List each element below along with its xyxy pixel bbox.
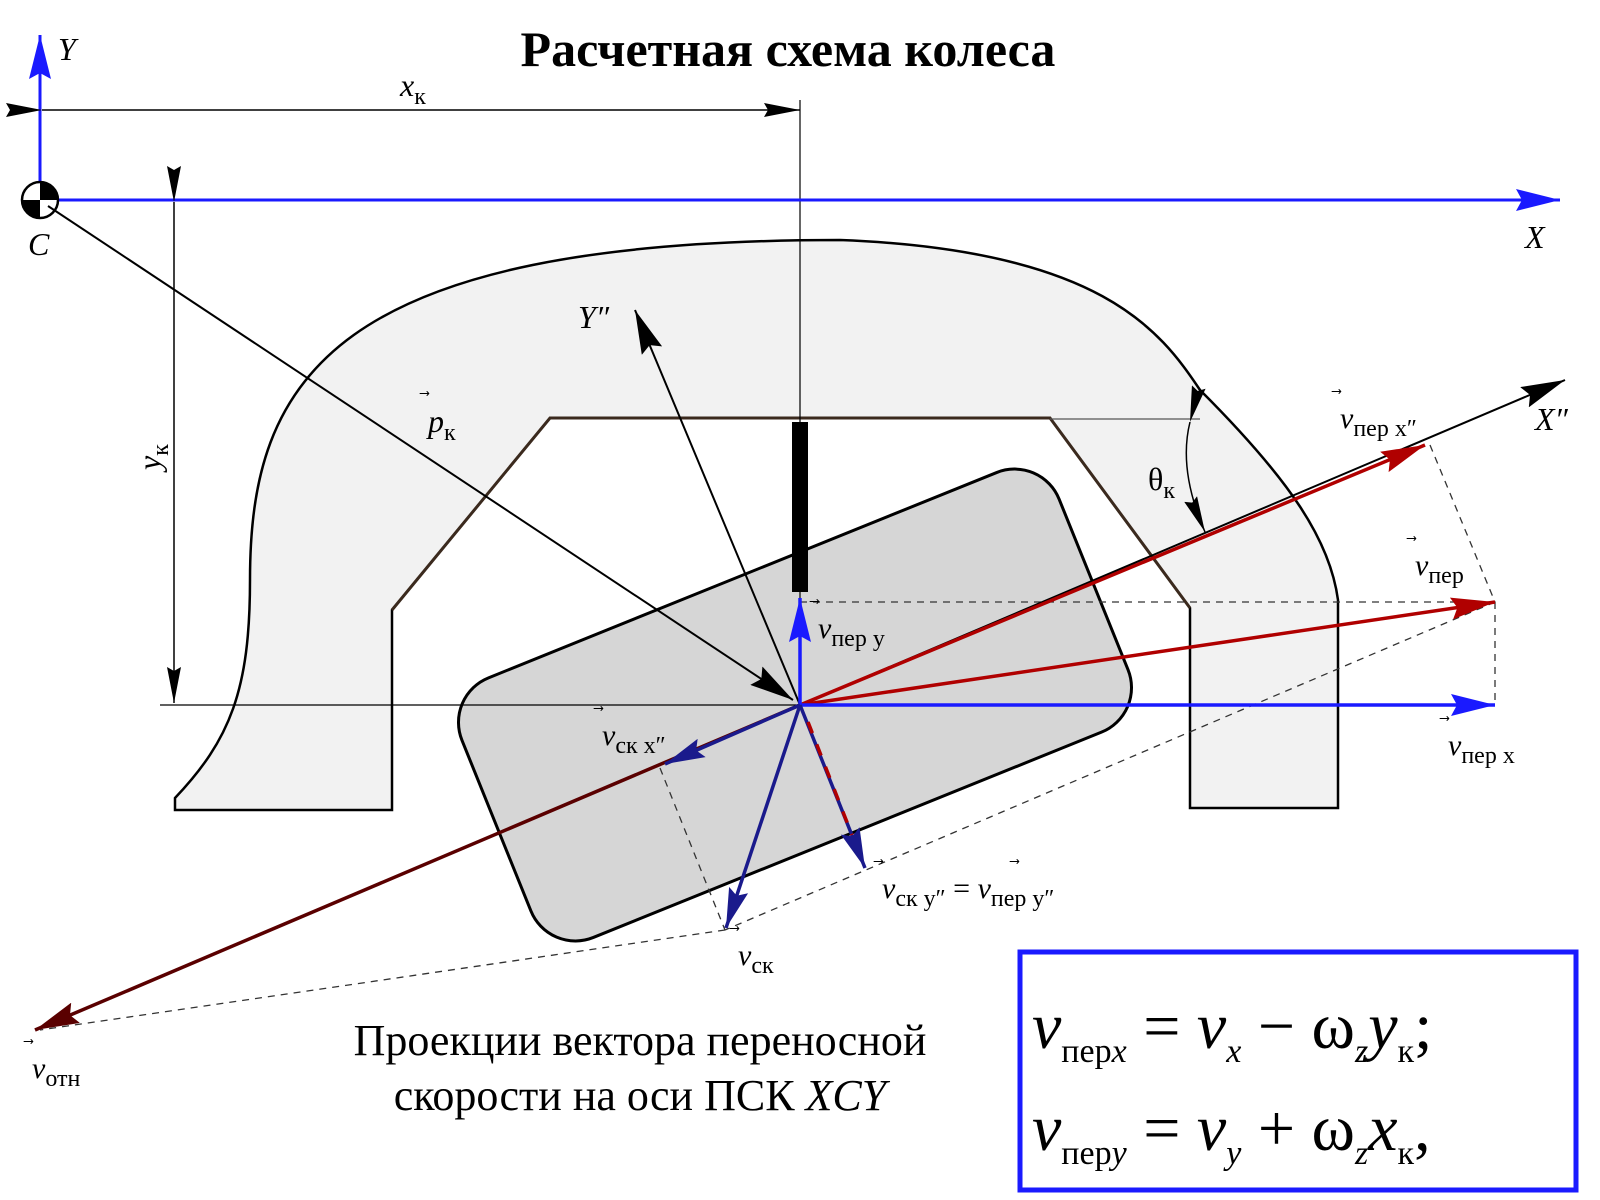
vector-v-sk bbox=[724, 704, 802, 929]
construction-lines bbox=[39, 444, 1496, 1031]
vector-v-per bbox=[799, 597, 1496, 707]
svg-text:⃗: ⃗ bbox=[1439, 716, 1450, 721]
y2-axis bbox=[634, 309, 801, 706]
x-axis-label: X bbox=[1523, 219, 1546, 255]
yk-label-group: yк bbox=[131, 444, 174, 473]
yk-label: yк bbox=[131, 444, 174, 473]
theta-label: θк bbox=[1148, 461, 1175, 504]
svg-text:⃗: ⃗ bbox=[1406, 536, 1417, 541]
label-v-per: vпер bbox=[1415, 549, 1464, 589]
vector-labels: vпер x″ vпер vпер y vпер x vск x″ vск y″… bbox=[32, 402, 1515, 1092]
vector-v-per-x2 bbox=[799, 443, 1426, 707]
label-v-per-x: vпер x bbox=[1448, 729, 1515, 769]
svg-text:⃗: ⃗ bbox=[23, 1039, 34, 1044]
vector-v-sk-x2 bbox=[664, 703, 801, 766]
label-v-sk: vск bbox=[738, 939, 774, 979]
svg-text:⃗: ⃗ bbox=[729, 926, 740, 931]
vector-v-per-y2-overlay bbox=[806, 721, 854, 836]
y2-axis-label: Y″ bbox=[578, 299, 610, 335]
svg-text:⃗: ⃗ bbox=[1331, 389, 1342, 394]
origin-c-symbol bbox=[20, 180, 60, 220]
formula-line-2: vперy = vy + ωzxк, bbox=[1032, 1092, 1431, 1172]
diagram-title: Расчетная схема колеса bbox=[521, 21, 1056, 77]
origin-label: C bbox=[28, 226, 50, 262]
xk-label: xк bbox=[399, 67, 426, 110]
caption-line-2: скорости на оси ПСК XCY bbox=[394, 1071, 891, 1120]
label-v-per-y: vпер y bbox=[818, 612, 885, 652]
y-axis-label: Y bbox=[58, 31, 79, 67]
wheel-frame bbox=[173, 238, 1340, 812]
label-v-per-x2: vпер x″ bbox=[1340, 402, 1417, 442]
svg-text:⃗: ⃗ bbox=[1009, 859, 1020, 864]
pk-label: pк bbox=[426, 403, 456, 446]
theta-arc bbox=[1184, 385, 1206, 533]
x2-axis-label: X″ bbox=[1533, 401, 1569, 437]
position-vector-pk bbox=[47, 205, 794, 701]
label-v-sk-x2: vск x″ bbox=[602, 719, 666, 759]
label-v-otn: vотн bbox=[32, 1052, 81, 1092]
formula-line-1: vперx = vx − ωzyк; bbox=[1032, 990, 1432, 1070]
formula-box bbox=[1017, 949, 1579, 1193]
caption-line-1: Проекции вектора переносной bbox=[354, 1016, 927, 1065]
label-v-sk-y2-equals-v-per-y2: vск y″ = vпер y″ bbox=[882, 872, 1054, 912]
